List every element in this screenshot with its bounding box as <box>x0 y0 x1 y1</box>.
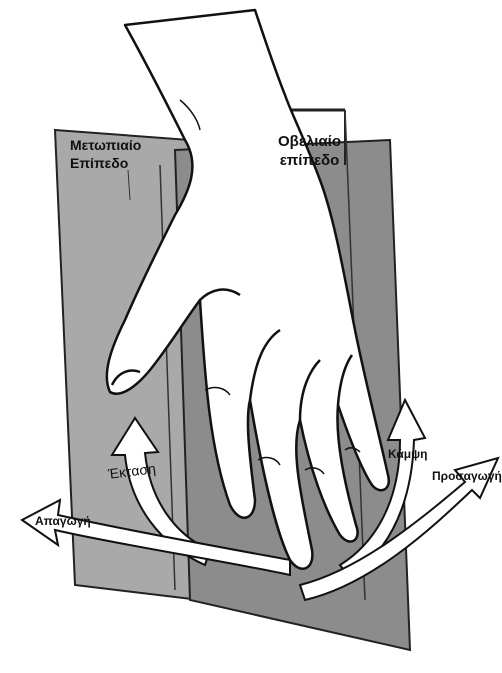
frontal-plane-label-line2: Επίπεδο <box>70 155 141 173</box>
frontal-plane-label: Μετωπιαίο Επίπεδο <box>70 137 141 172</box>
sagittal-plane-label-line1: Οβελιαίο <box>278 133 341 152</box>
abduction-label: Απαγωγή <box>35 514 91 529</box>
frontal-plane-label-line1: Μετωπιαίο <box>70 137 141 155</box>
sagittal-plane-label-line2: επίπεδο <box>278 152 341 171</box>
adduction-label: Προσαγωγή <box>432 469 502 484</box>
flexion-label: Κάμψη <box>388 447 427 462</box>
sagittal-plane-label: Οβελιαίο επίπεδο <box>278 133 341 171</box>
